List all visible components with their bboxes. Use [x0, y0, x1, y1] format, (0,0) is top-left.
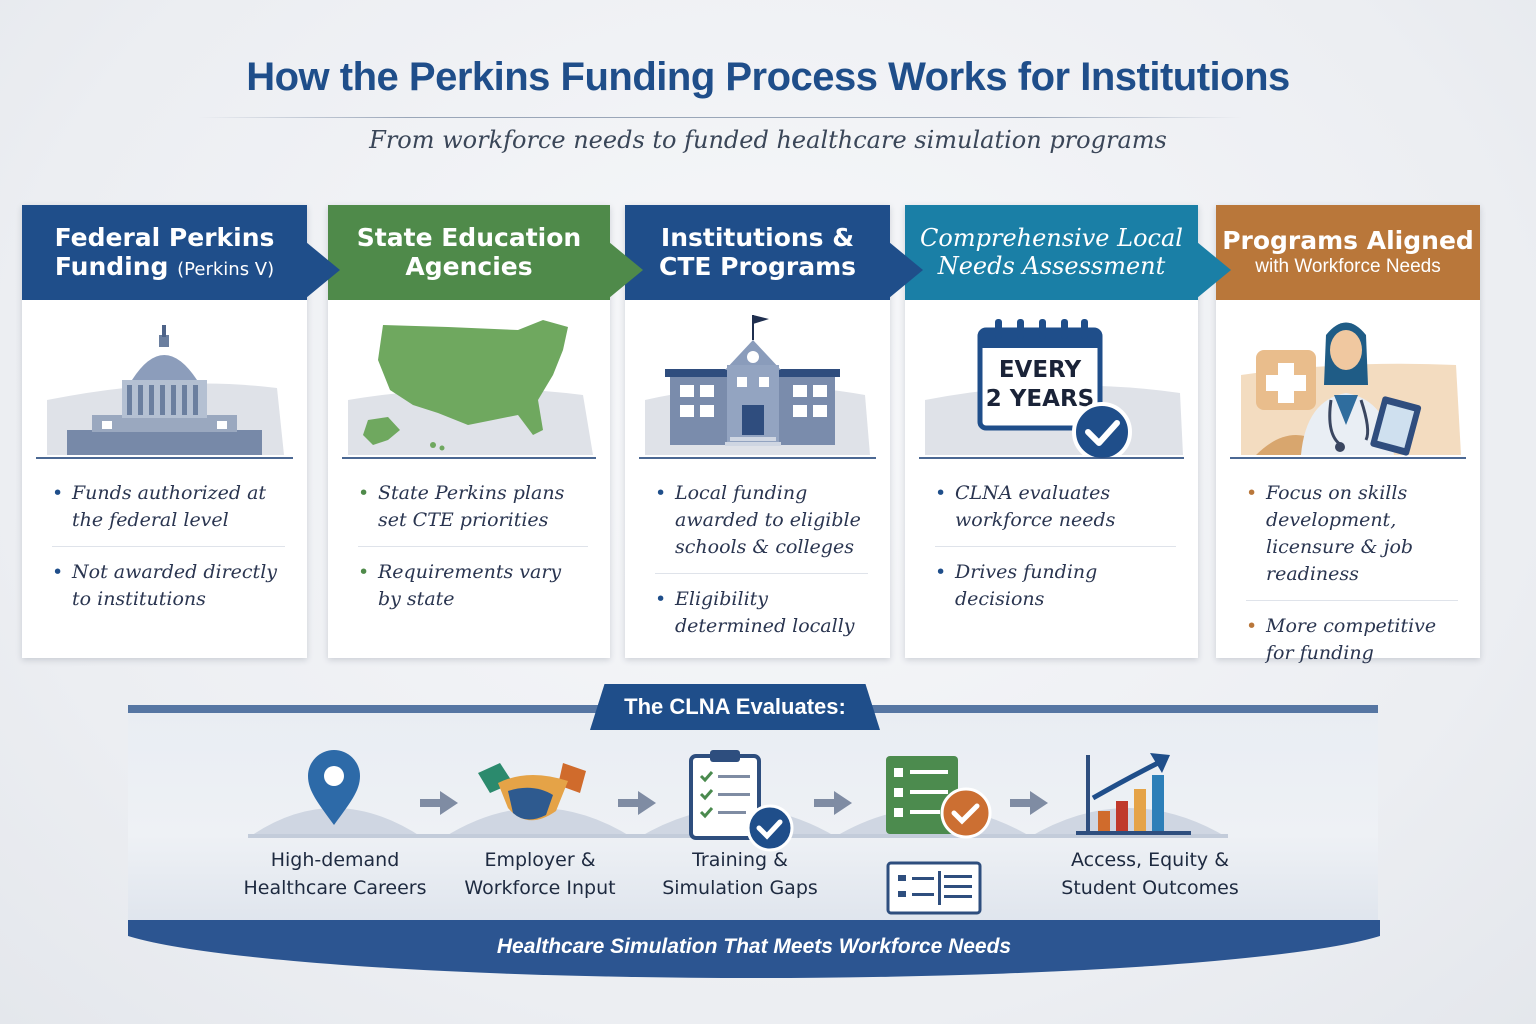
step-title-line2: CTE Programs: [658, 251, 857, 281]
divider: [342, 457, 596, 459]
flow-arrow-icon: [814, 791, 852, 815]
calendar-line2: 2 YEARS: [986, 386, 1094, 412]
step-header: State Education Agencies: [328, 205, 610, 300]
clna-item-label: Access, Equity & Student Outcomes: [1061, 849, 1239, 899]
us-map-icon: [328, 305, 610, 460]
clipboard-check-icon: [689, 750, 794, 852]
step-bullets: •Focus on skills development, licensure …: [1246, 480, 1458, 691]
clna-panel: [128, 705, 1378, 935]
clna-tab-label: The CLNA Evaluates:: [590, 684, 880, 730]
flow-arrow-icon: [1010, 791, 1048, 815]
step-title-line1: Comprehensive Local: [920, 223, 1183, 252]
step-header: Comprehensive Local Needs Assessment: [905, 205, 1198, 300]
step-header: Institutions & CTE Programs: [625, 205, 890, 300]
step-title-line2: Agencies: [405, 251, 533, 281]
bottom-banner-text: Healthcare Simulation That Meets Workfor…: [496, 935, 1012, 958]
bottom-banner: Healthcare Simulation That Meets Workfor…: [128, 920, 1380, 978]
handshake-icon: [478, 763, 586, 821]
bullet-item: •Funds authorized at the federal level: [52, 480, 285, 547]
step-title-line1: Programs Aligned: [1222, 226, 1474, 256]
flow-arrow-icon: [889, 242, 923, 298]
bullet-item: •Requirements vary by state: [358, 561, 562, 610]
capitol-icon: [22, 305, 307, 460]
step-card-state: State Education Agencies •State Perkins …: [328, 205, 610, 658]
step-bullets: •State Perkins plans set CTE priorities …: [358, 480, 588, 637]
title-divider: [198, 117, 1243, 118]
clna-item-label: High-demand Healthcare Careers: [243, 849, 427, 899]
flow-arrow-icon: [618, 791, 656, 815]
step-bullets: •Funds authorized at the federal level •…: [52, 480, 285, 637]
step-bullets: •Local funding awarded to eligible schoo…: [655, 480, 868, 664]
bullet-item: •More competitive for funding: [1246, 615, 1437, 664]
bullet-item: •Focus on skills development, licensure …: [1246, 480, 1458, 601]
divider: [36, 457, 293, 459]
bullet-item: •Not awarded directly to institutions: [52, 561, 278, 610]
page-subtitle: From workforce needs to funded healthcar…: [369, 126, 1167, 154]
step-card-clna: Comprehensive Local Needs Assessment EVE…: [905, 205, 1198, 658]
clna-item-label: Employer & Workforce Input: [464, 849, 616, 899]
bullet-item: •Drives funding decisions: [935, 561, 1098, 610]
step-title-line2: with Workforce Needs: [1255, 255, 1441, 277]
step-bullets: •CLNA evaluates workforce needs •Drives …: [935, 480, 1176, 637]
divider: [919, 457, 1184, 459]
location-pin-icon: [308, 750, 360, 825]
clna-item-label: Training & Simulation Gaps: [662, 849, 818, 899]
step-card-federal: Federal Perkins Funding (Perkins V) •Fun…: [22, 205, 307, 658]
divider: [639, 457, 876, 459]
divider: [1230, 457, 1466, 459]
step-title-line1: Federal Perkins: [54, 222, 275, 252]
flow-arrow-icon: [1197, 242, 1231, 298]
checklist-icon: [886, 756, 992, 915]
bar-chart-icon: [1076, 753, 1191, 835]
flow-arrow-icon: [306, 242, 340, 298]
flow-arrow-icon: [609, 242, 643, 298]
step-title-line1: State Education: [356, 222, 582, 252]
flow-arrow-icon: [420, 791, 458, 815]
bullet-item: •State Perkins plans set CTE priorities: [358, 480, 588, 547]
step-title-line1: Institutions &: [660, 222, 855, 252]
page-title: How the Perkins Funding Process Works fo…: [246, 55, 1290, 99]
step-header: Federal Perkins Funding (Perkins V): [22, 205, 307, 300]
step-title-note: (Perkins V): [177, 258, 275, 280]
bullet-item: •Eligibility determined locally: [655, 588, 855, 637]
step-title-line2: Funding: [54, 251, 169, 281]
school-building-icon: [625, 305, 890, 460]
calendar-line1: EVERY: [999, 357, 1082, 383]
bullet-item: •CLNA evaluates workforce needs: [935, 480, 1176, 547]
step-title-line2: Needs Assessment: [937, 251, 1166, 280]
bullet-item: •Local funding awarded to eligible schoo…: [655, 480, 868, 574]
step-card-programs: Programs Aligned with Workforce Needs •F…: [1216, 205, 1480, 664]
step-card-institutions: Institutions & CTE Programs •Local fun: [625, 205, 890, 658]
nurse-icon: [1216, 305, 1480, 460]
step-header: Programs Aligned with Workforce Needs: [1216, 205, 1480, 300]
calendar-check-icon: EVERY 2 YEARS: [905, 305, 1198, 460]
